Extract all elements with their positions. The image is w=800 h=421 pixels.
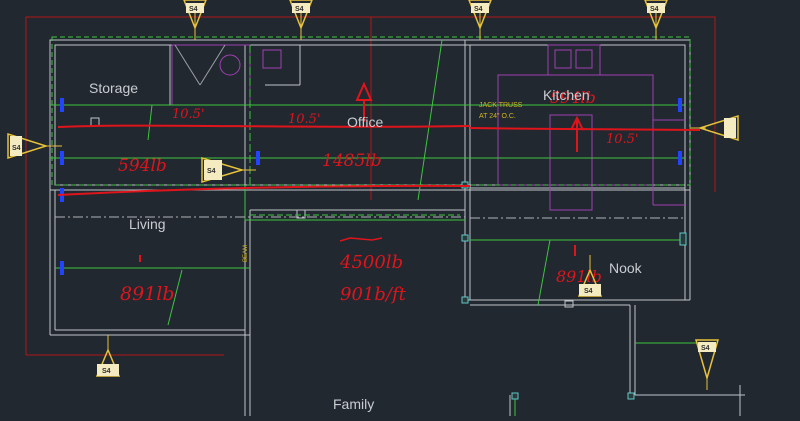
- section-tag-label: S4: [102, 368, 111, 375]
- section-tag-top-3[interactable]: S4: [468, 0, 492, 40]
- span-label-mid: 10.5': [288, 112, 321, 127]
- load-label-living: 891lb: [120, 283, 175, 305]
- room-label-storage: Storage: [89, 80, 138, 96]
- section-tag-label: S4: [474, 6, 483, 13]
- beam-note: BEAM: [243, 245, 249, 262]
- room-label-office: Office: [347, 114, 384, 130]
- section-tag-label: S4: [295, 6, 304, 13]
- section-tag-label: S4: [701, 345, 710, 352]
- line-load-label: 901b/ft: [340, 284, 407, 305]
- room-label-kitchen: Kitchen: [543, 87, 590, 103]
- point-load-label: 4500lb: [339, 252, 403, 273]
- markup-lines: [57, 81, 701, 262]
- section-tag-right[interactable]: S4: [690, 114, 739, 142]
- boundary-lines: [25, 16, 716, 356]
- section-tag-label: S4: [650, 6, 659, 13]
- section-tag-mid[interactable]: S4: [201, 156, 256, 184]
- section-tag-bottom-left[interactable]: S4: [95, 335, 121, 377]
- section-tag-top-1[interactable]: S4: [183, 0, 207, 40]
- section-tag-label: S4: [710, 126, 719, 133]
- section-tag-label: S4: [12, 145, 21, 152]
- room-label-nook: Nook: [609, 260, 643, 276]
- span-label-left: 10.5': [172, 107, 205, 122]
- room-label-family: Family: [333, 396, 374, 412]
- load-label-left: 594lb: [118, 156, 167, 176]
- section-tag-left[interactable]: S4: [7, 132, 62, 160]
- section-tag-label: S4: [584, 288, 593, 295]
- framing-lines: [50, 36, 700, 416]
- load-label-mid: 1485lb: [322, 151, 382, 171]
- truss-note-line1: JACK TRUSS: [479, 102, 523, 109]
- section-tag-nook[interactable]: S4: [577, 255, 603, 297]
- section-tag-bottom-right[interactable]: S4: [695, 339, 719, 390]
- span-label-right: 10.5': [606, 132, 639, 147]
- section-tag-label: S4: [207, 168, 216, 175]
- load-label-kitchen: 594lb: [550, 88, 596, 107]
- storage-fixtures: [174, 44, 226, 86]
- truss-note-line2: AT 24" O.C.: [479, 113, 516, 120]
- section-tag-top-2[interactable]: S4: [289, 0, 313, 40]
- room-label-living: Living: [129, 216, 166, 232]
- node-markers: [461, 181, 687, 400]
- point-load-arrow: [339, 237, 383, 242]
- section-tag-label: S4: [189, 6, 198, 13]
- section-tag-top-4[interactable]: S4: [644, 0, 668, 40]
